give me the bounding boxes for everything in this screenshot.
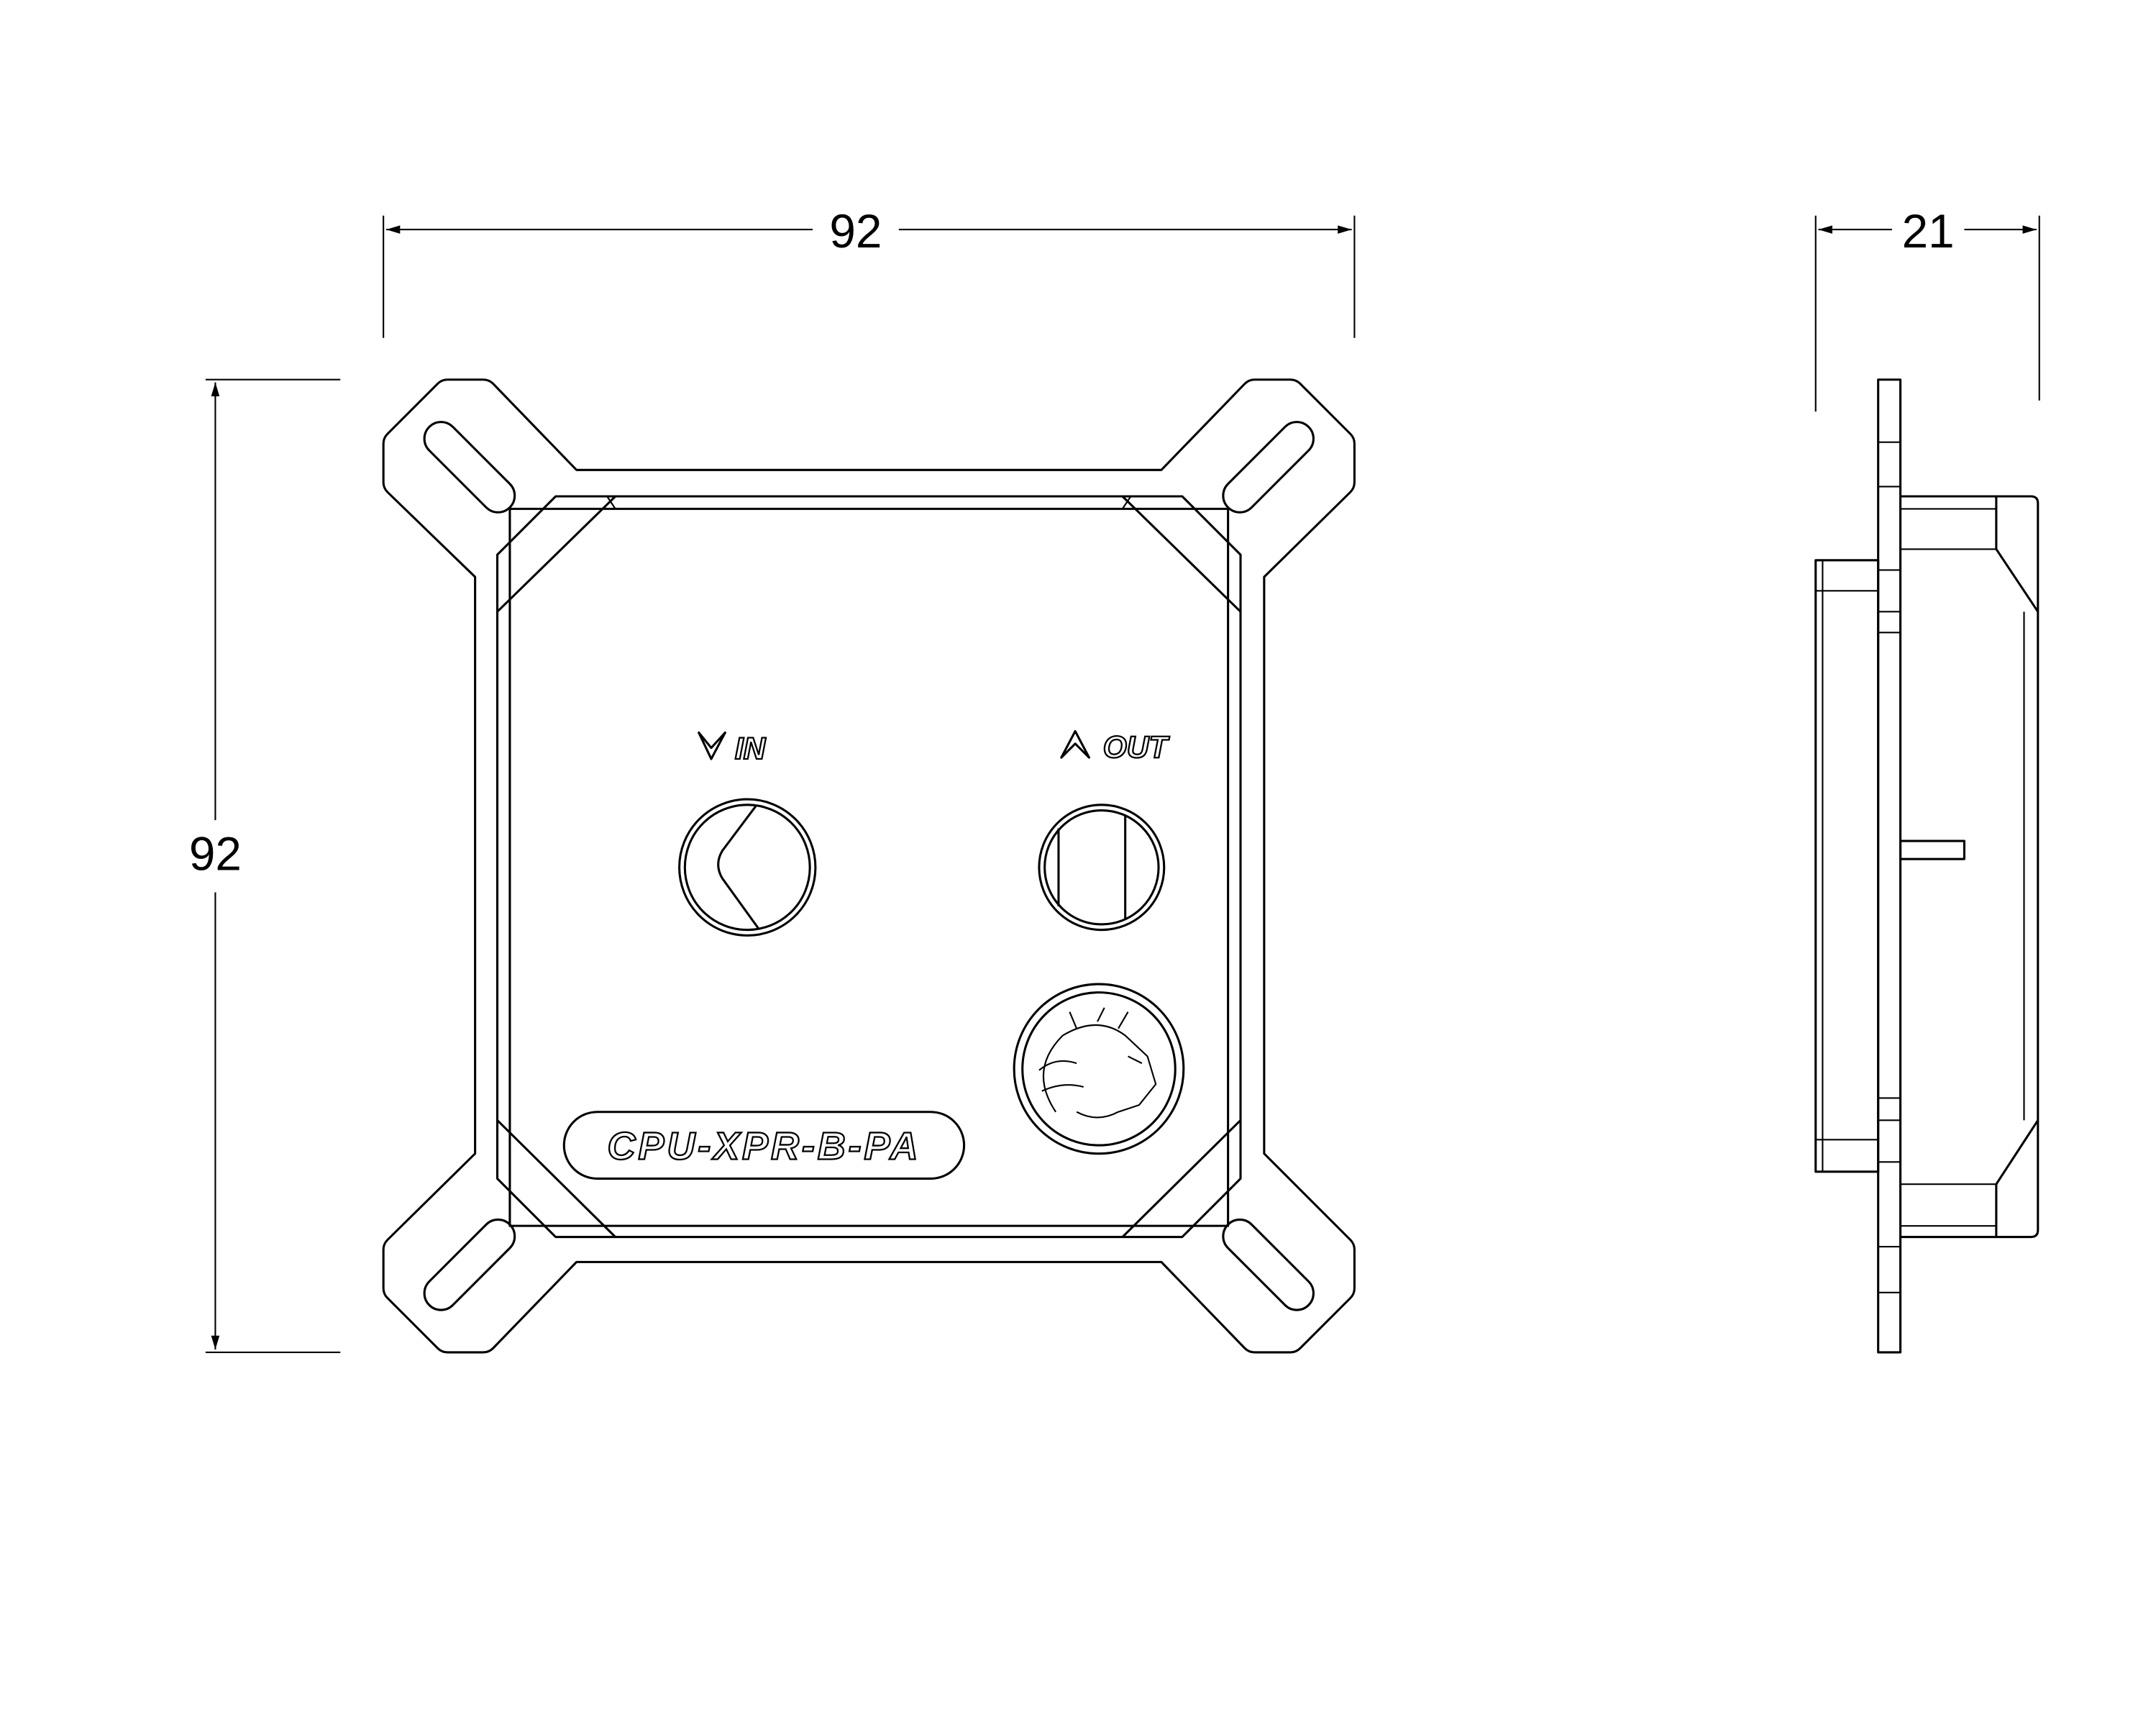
side-view [1814,378,2039,1354]
depth-value: 21 [1902,205,1955,258]
outlet-label: OUT [1103,731,1170,765]
block-top [508,507,1230,1227]
width-value: 92 [829,205,882,258]
front-view: IN OUT CPU-XPR-B-PA [382,378,1356,1354]
model-label: CPU-XPR-B-PA [607,1124,921,1168]
inlet-label: IN [735,732,767,766]
mounting-bracket [382,378,1356,1354]
block-outer [496,495,1242,1239]
model-badge: CPU-XPR-B-PA [562,1111,966,1180]
mounting-slot [423,421,516,514]
mounting-slot [1222,421,1315,514]
outlet-port: OUT [1038,729,1171,932]
inlet-port: IN [678,731,817,937]
mounting-slot [423,1218,516,1311]
height-dimension: 92 [189,378,341,1353]
depth-dimension: 21 [1814,205,2040,412]
width-dimension: 92 [383,205,1356,338]
down-arrow-icon [698,731,726,760]
dragon-logo-icon [1013,983,1185,1155]
mounting-slot [1222,1218,1315,1311]
height-value: 92 [189,828,242,880]
up-arrow-icon [1060,729,1090,759]
